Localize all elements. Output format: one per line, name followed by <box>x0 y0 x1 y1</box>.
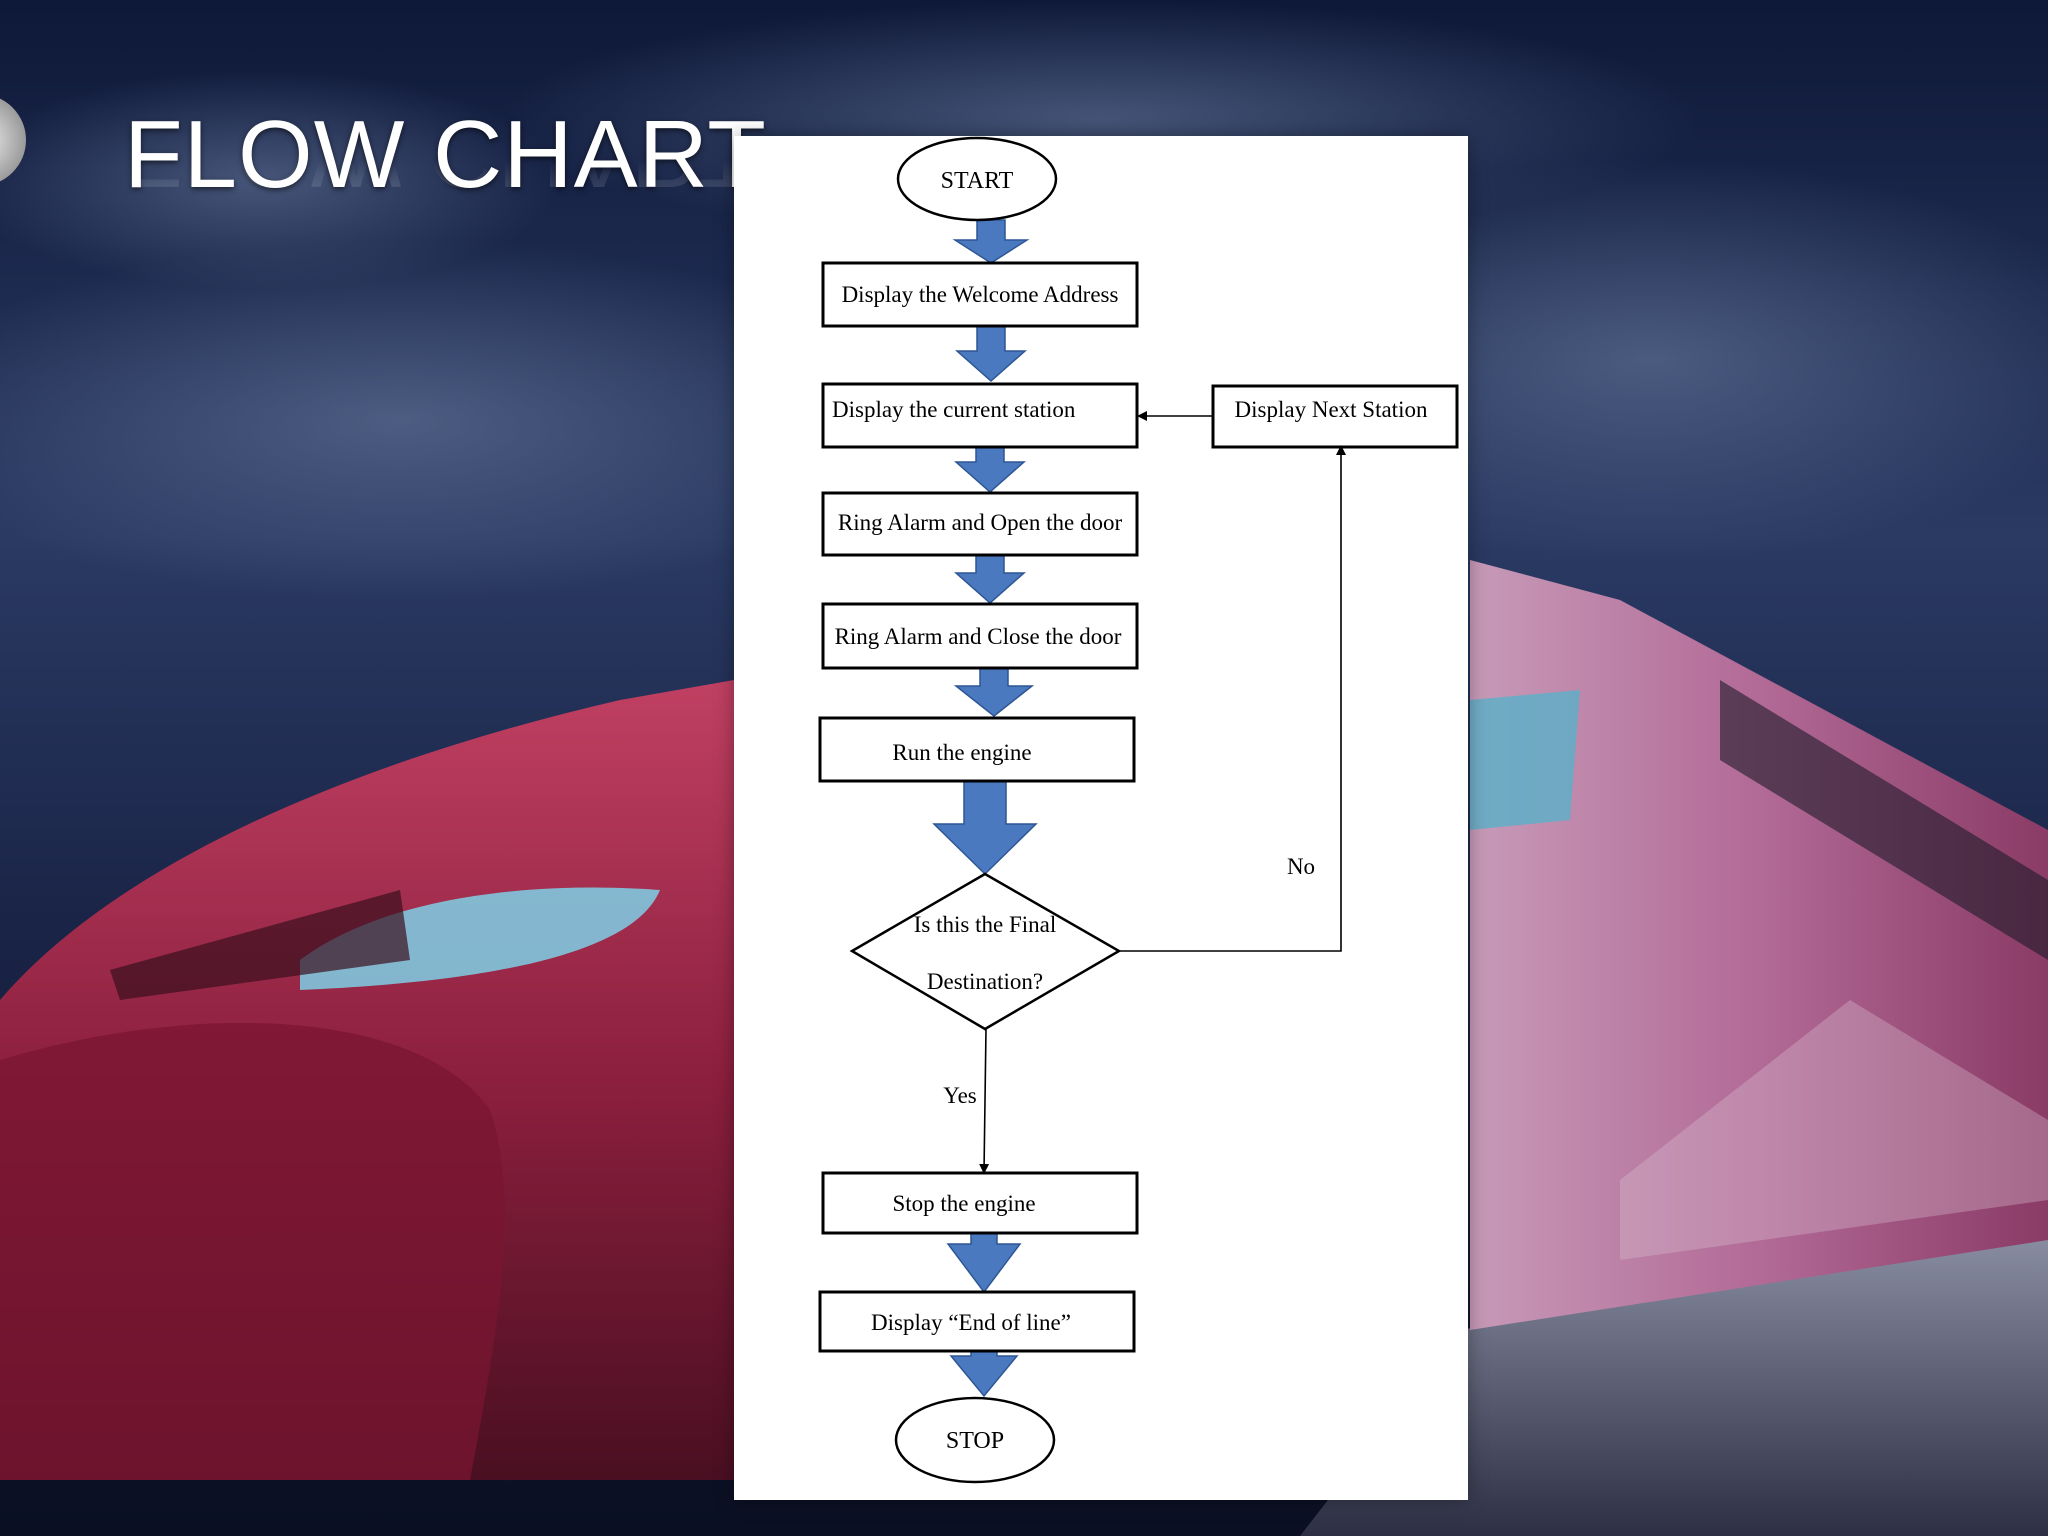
start-terminal <box>896 136 1058 222</box>
open-door-label: Ring Alarm and Open the door <box>838 510 1123 535</box>
arrow-stop-to-end <box>946 1232 1022 1294</box>
flowchart-diagram: START Display the Welcome Address Displa… <box>818 136 1459 1484</box>
no-connector <box>1119 445 1346 952</box>
decision-label-line2: Destination? <box>927 969 1043 994</box>
decision-diamond <box>849 872 1122 1031</box>
run-engine-box <box>818 716 1136 783</box>
flowchart-panel: START Display the Welcome Address Displa… <box>734 136 1468 1500</box>
arrow-start-to-welcome <box>952 219 1030 264</box>
arrow-welcome-to-current <box>955 325 1027 383</box>
welcome-label: Display the Welcome Address <box>842 282 1119 307</box>
stop-engine-label: Stop the engine <box>892 1191 1035 1216</box>
next-station-label: Display Next Station <box>1235 397 1428 422</box>
end-of-line-box <box>818 1290 1136 1353</box>
arrow-end-to-stop <box>949 1350 1019 1398</box>
stop-terminal <box>894 1396 1056 1484</box>
run-engine-label: Run the engine <box>892 740 1031 765</box>
stop-engine-box <box>821 1171 1139 1235</box>
open-door-box <box>821 491 1139 557</box>
decision-label-line1: Is this the Final <box>914 912 1056 937</box>
arrow-open-to-close <box>954 554 1026 605</box>
close-door-label: Ring Alarm and Close the door <box>835 624 1122 649</box>
yes-label: Yes <box>943 1083 977 1108</box>
welcome-box <box>821 261 1139 328</box>
current-station-box <box>821 382 1139 449</box>
yes-connector <box>979 1028 990 1174</box>
start-label: START <box>941 168 1014 194</box>
arrow-close-to-run <box>953 667 1035 717</box>
stop-label: STOP <box>946 1428 1004 1454</box>
slide-title: FLOW CHART <box>124 101 767 208</box>
no-label: No <box>1287 854 1315 879</box>
arrow-run-to-decision <box>932 780 1038 876</box>
current-station-label: Display the current station <box>832 397 1076 422</box>
close-door-box <box>821 602 1139 670</box>
arrow-current-to-open <box>954 446 1026 494</box>
end-of-line-label: Display “End of line” <box>871 1310 1071 1335</box>
next-station-box <box>1211 384 1459 449</box>
